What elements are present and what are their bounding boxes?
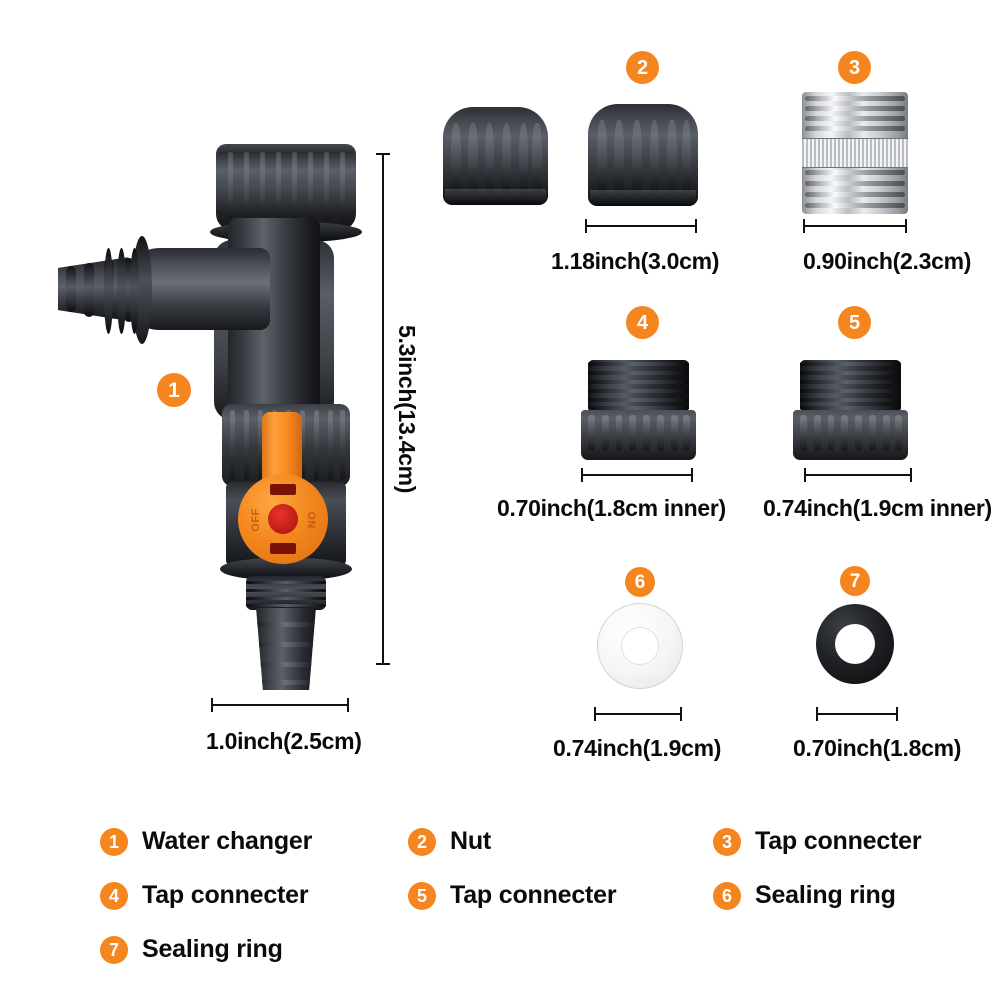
tap-connecter-5-dimension-line: [804, 468, 912, 482]
legend-item-4: 4 Tap connecter: [100, 881, 309, 910]
legend-badge-7: 7: [100, 935, 128, 964]
lever-slot-top: [270, 484, 296, 495]
valve-width-dimension-label: 1.0inch(2.5cm): [206, 728, 362, 754]
legend-label-7: Sealing ring: [142, 935, 283, 963]
tap-connecter-part-4: [581, 360, 696, 460]
sealing-ring-7-dimension-line: [816, 707, 898, 721]
legend: 1 Water changer 2 Nut 3 Tap connecter 4 …: [0, 805, 1000, 975]
lever-slot-bottom: [270, 543, 296, 554]
legend-badge-1: 1: [100, 827, 128, 856]
legend-item-1: 1 Water changer: [100, 827, 312, 856]
sealing-ring-6-dimension-label: 0.74inch(1.9cm): [553, 735, 722, 761]
legend-item-7: 7 Sealing ring: [100, 935, 283, 964]
sealing-ring-6-dimension-line: [594, 707, 682, 721]
legend-badge-2: 2: [408, 827, 436, 856]
lever-on-label: ON: [304, 511, 317, 529]
tap-connecter-3-dimension-label: 0.90inch(2.3cm): [803, 248, 972, 274]
legend-label-4: Tap connecter: [142, 881, 309, 909]
callout-badge-3: 3: [838, 51, 871, 84]
callout-badge-1: 1: [157, 373, 191, 407]
legend-badge-6: 6: [713, 881, 741, 910]
water-changer-valve-illustration: OFF ON: [0, 130, 400, 690]
legend-item-3: 3 Tap connecter: [713, 827, 922, 856]
legend-badge-5: 5: [408, 881, 436, 910]
callout-badge-5: 5: [838, 306, 871, 339]
tap-connecter-part-3: [802, 92, 908, 214]
valve-height-dimension-line: [376, 153, 390, 665]
legend-label-2: Nut: [450, 827, 492, 855]
valve-lever-center: [268, 504, 298, 534]
tap-connecter-4-dimension-label: 0.70inch(1.8cm inner): [497, 495, 726, 521]
outlet-thread-collar: [246, 576, 326, 610]
nut-dimension-line: [585, 219, 697, 233]
legend-label-6: Sealing ring: [755, 881, 896, 909]
callout-badge-4: 4: [626, 306, 659, 339]
callout-badge-7: 7: [840, 566, 870, 596]
lever-off-label: OFF: [249, 508, 262, 532]
legend-item-5: 5 Tap connecter: [408, 881, 617, 910]
valve-top-cap: [216, 144, 356, 230]
nut-part-left: [443, 107, 548, 205]
legend-label-1: Water changer: [142, 827, 313, 855]
sealing-ring-part-7: [816, 604, 894, 684]
nut-part-2: [588, 104, 698, 206]
sealing-ring-7-dimension-label: 0.70inch(1.8cm): [793, 735, 962, 761]
tap-connecter-part-5: [793, 360, 908, 460]
tap-connecter-5-dimension-label: 0.74inch(1.9cm inner): [763, 495, 992, 521]
legend-label-5: Tap connecter: [450, 881, 617, 909]
legend-badge-3: 3: [713, 827, 741, 856]
nut-dimension-label: 1.18inch(3.0cm): [551, 248, 720, 274]
valve-width-dimension-line: [211, 698, 349, 712]
sealing-ring-part-6: [597, 603, 683, 689]
tap-connecter-4-dimension-line: [581, 468, 693, 482]
legend-item-2: 2 Nut: [408, 827, 491, 856]
callout-badge-6: 6: [625, 567, 655, 597]
legend-badge-4: 4: [100, 881, 128, 910]
barbed-hose-outlet: [256, 608, 316, 690]
legend-label-3: Tap connecter: [755, 827, 922, 855]
tap-connecter-3-dimension-line: [803, 219, 907, 233]
callout-badge-2: 2: [626, 51, 659, 84]
valve-lower-collar: [220, 558, 352, 580]
legend-item-6: 6 Sealing ring: [713, 881, 896, 910]
valve-height-dimension-label: 5.3inch(13.4cm): [394, 325, 420, 494]
